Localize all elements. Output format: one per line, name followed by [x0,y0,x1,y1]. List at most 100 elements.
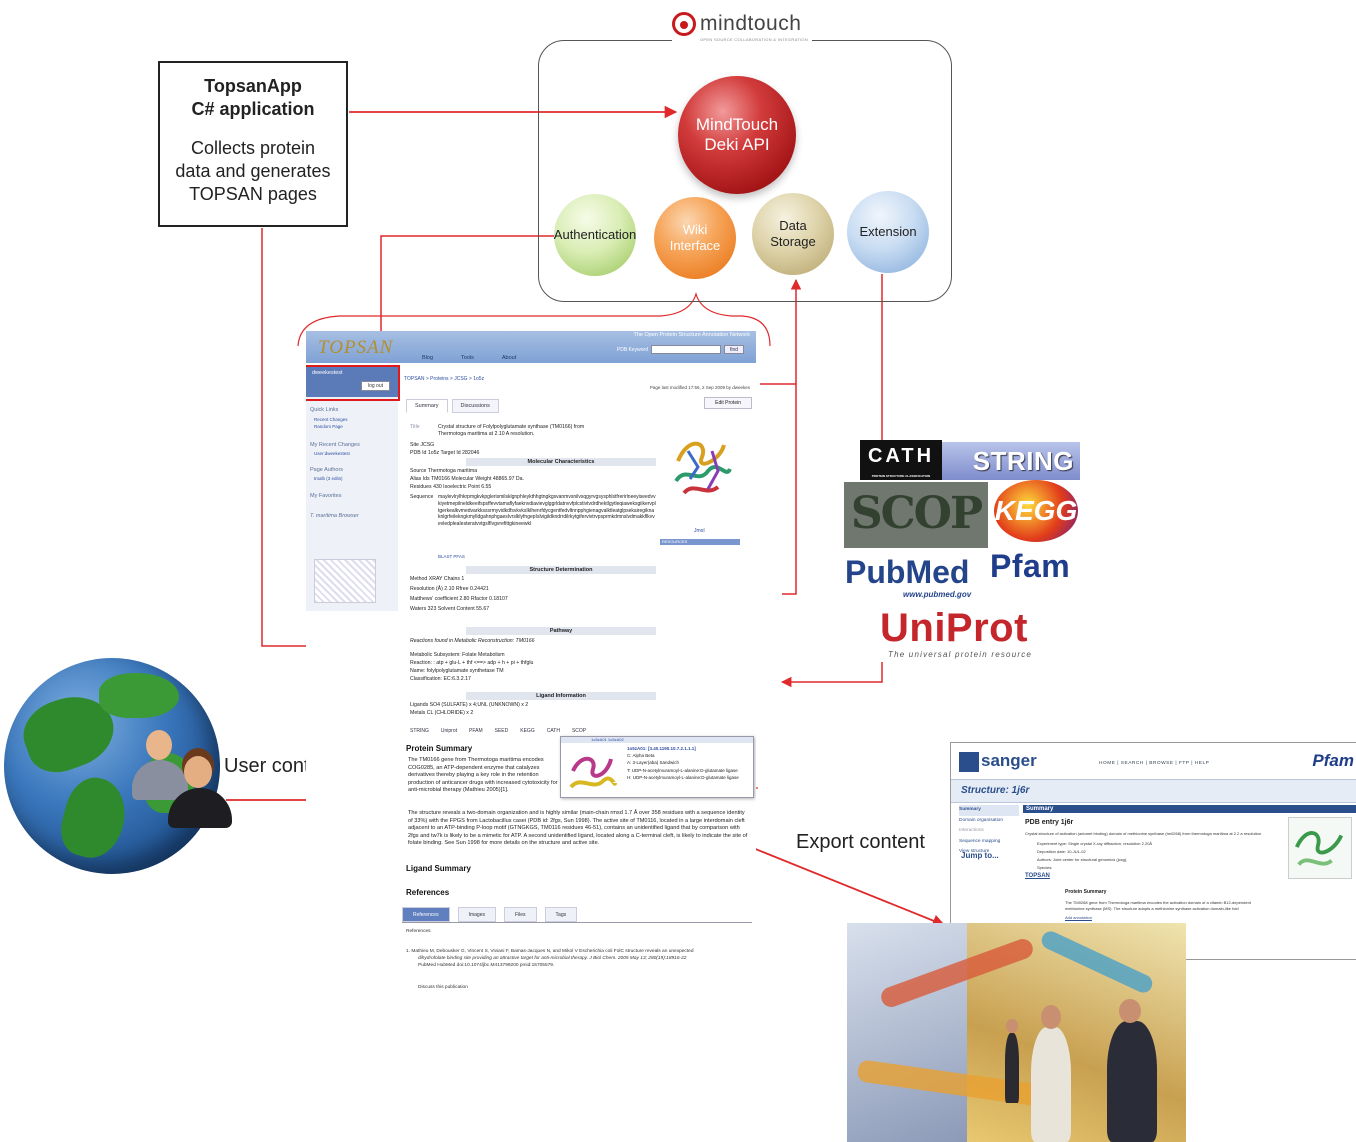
nav-tools[interactable]: Tools [461,355,474,361]
db-tab-seed[interactable]: SEED [494,728,509,734]
string-logo-text: STRING [972,446,1074,476]
sanger-deposition: Deposition date: 10-JUL-02 [1037,849,1086,854]
logout-button[interactable]: log out [360,381,390,391]
sidebar-recent-changes: My Recent Changes [310,442,360,448]
tab-discussions[interactable]: Discussions [451,399,499,413]
field-source: Source Thermotoga maritima [410,468,478,474]
cath-logo: CATH PROTEIN STRUCTURE CLASSIFICATION [860,440,942,480]
nav-blog[interactable]: Blog [422,355,434,361]
db-tab-string[interactable]: STRING [410,728,429,734]
sanger-structure-image[interactable] [1288,817,1352,879]
data-storage-node: Data Storage [752,193,834,275]
sanger-jump-to[interactable]: Jump to... [961,851,999,860]
cath-popup: 1o5zA01 1o5zA02 1o5zA01: [3.40.1190.10.7… [560,736,754,798]
blast-links[interactable]: BLAST PFAS [438,554,465,559]
extension-node: Extension [847,191,929,273]
field-ligands: Ligands SO4 (SULFATE) x 4;UNL (UNKNOWN) … [410,702,529,708]
edit-protein-button[interactable]: Edit Protein [704,397,752,409]
sanger-left-nav: Summary Domain organisation Interactions… [959,805,1019,858]
field-waters: Waters 323 Solvent Content 55.67 [410,606,490,612]
data-label-line2: Storage [770,234,816,249]
topsan-header: The Open Protein Structure Annotation Ne… [306,331,756,363]
sanger-species: Species: [1037,865,1053,870]
field-sequence-label: Sequence [410,494,434,500]
wiki-label-line2: Interface [669,238,721,253]
uniprot-logo: UniProt The universal protein resource [880,606,1090,662]
login-highlight [306,365,400,401]
kegg-logo-text: KEGG [994,495,1078,526]
cath-id[interactable]: 1o5zA01: [3.40.1190.10.7.2.1.1.1] [627,746,696,751]
db-tab-uniprot[interactable]: Uniprot [440,728,458,734]
user-bar: dweekestest log out [306,367,398,397]
cath-logo-sub: PROTEIN STRUCTURE CLASSIFICATION [871,474,931,478]
field-pdb: PDB Id 1o5z Target Id 282046 [410,450,480,456]
uniprot-logo-tag: The universal protein resource [888,650,1033,659]
jmol-link[interactable]: Jmol [694,528,705,534]
sidebar-link-random[interactable]: Random Page [314,424,343,429]
ref-tab-tags[interactable]: Tags [544,907,578,922]
tab-summary[interactable]: Summary [406,399,448,413]
username[interactable]: dweekestest [312,370,343,376]
pubmed-logo: PubMed www.pubmed.gov [845,554,972,604]
sanger-add-annotation[interactable]: Add annotation [1065,915,1092,920]
discuss-link[interactable]: Discuss this publication [418,985,468,990]
resources-bar[interactable]: RESOURCES [660,539,740,545]
sanger-desc: Crystal structure of activation (adomet … [1025,831,1262,836]
sidebar-link-recent[interactable]: Recent Changes [314,417,348,422]
field-title-value: Crystal structure of Folylpolyglutamate … [438,424,585,430]
pathway-reactions: Reactions found in Metabolic Reconstruct… [410,638,535,644]
search-input[interactable] [651,345,721,354]
db-tab-scop[interactable]: SCOP [571,728,587,734]
scop-logo: SCOP [844,482,988,548]
page-tabs: Summary Discussions [406,399,499,413]
pathway-reaction[interactable]: Reaction: : atp + glu-L + thf <==> adp +… [410,660,534,666]
genome-browser-thumbnail[interactable] [314,559,376,603]
arrow-db-to-page [780,662,883,688]
ref-tab-images[interactable]: Images [457,907,496,922]
sanger-heading: PDB entry 1j6r [1025,819,1074,826]
db-tab-pfam[interactable]: PFAM [469,728,483,734]
search-options[interactable]: PDB Keyword [616,346,648,353]
sanger-link-domain[interactable]: Domain organisation [959,817,1003,823]
sanger-link-sequence[interactable]: Sequence mapping [959,838,1001,844]
sequence-text: maylevlrylhkrpmgkvkpglerismilsklgnphleyk… [438,494,656,527]
data-label-line1: Data [779,218,807,234]
sanger-link-structure[interactable]: View structure [959,849,990,855]
sanger-nav[interactable]: HOME | SEARCH | BROWSE | FTP | HELP [1099,761,1210,766]
sanger-link-summary[interactable]: Summary [959,805,1019,816]
topsan-search: PDB Keyword find [617,345,744,354]
references-label: References [406,929,431,934]
sanger-summary-bar: Summary [1023,805,1356,813]
sidebar-link-author[interactable]: tmalb (3 edits) [314,476,343,481]
section-molecular: Molecular Characteristics [466,458,656,466]
sanger-link-interactions[interactable]: Interactions [959,828,984,834]
pubmed-url: www.pubmed.gov [903,590,972,599]
string-logo: STRING [942,442,1080,480]
ref-tab-files[interactable]: Files [503,907,537,922]
authentication-node: Authentication [554,194,636,276]
reference-1c[interactable]: PubMed HubMed doi:10.1074/jbc.M413799200… [418,963,555,968]
topsan-sidebar: dweekestest log out Quick Links Recent C… [306,365,398,611]
export-content-label: Export content [796,831,925,853]
db-tab-kegg[interactable]: KEGG [520,728,535,734]
pathway-classification[interactable]: Classification: EC:6.3.2.17 [410,676,471,682]
protein-structure-image[interactable] [668,431,736,501]
section-pathway: Pathway [466,627,656,635]
nav-about[interactable]: About [501,355,517,361]
field-matthews: Matthews' coefficient 2.80 Rfactor 0.181… [410,596,508,602]
topsan-logo: TOPSAN [318,337,394,358]
app-title-line2: C# application [191,99,315,120]
db-tab-cath[interactable]: CATH [546,728,560,734]
find-button[interactable]: find [724,345,744,354]
protein-summary-heading: Protein Summary [406,744,473,753]
breadcrumb[interactable]: TOPSAN > Proteins > JCSG > 1o5z [404,376,485,382]
cath-domain-image [569,756,617,789]
cath-popup-text: 1o5zA01: [3.40.1190.10.7.2.1.1.1] C: Alp… [627,745,739,781]
ref-tab-references[interactable]: References [402,907,450,922]
topsan-banner: The Open Protein Structure Annotation Ne… [633,332,750,338]
app-desc-line1: Collects protein [190,138,316,159]
sanger-topsan-link[interactable]: TOPSAN [1025,873,1050,879]
cath-architecture: A: 3-Layer(aba) Sandwich [627,760,680,766]
cath-popup-header[interactable]: 1o5zA01 1o5zA02 [561,737,753,743]
sidebar-link-user[interactable]: User:dweekestest [314,451,350,456]
